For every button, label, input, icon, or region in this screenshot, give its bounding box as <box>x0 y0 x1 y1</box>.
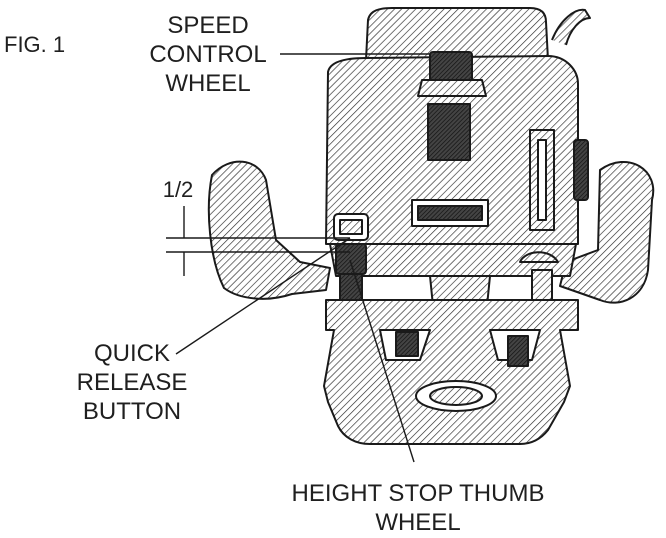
quick-release-leader <box>175 237 351 355</box>
height-stop-thumb-wheel-label: HEIGHT STOP THUMB WHEEL <box>268 479 568 537</box>
power-cord <box>551 8 591 46</box>
label-line: WHEEL <box>165 70 251 97</box>
label-line: RELEASE <box>76 369 188 396</box>
speed-control-knob <box>429 51 473 83</box>
label-line: HEIGHT STOP THUMB <box>291 480 545 507</box>
figure-label: FIG. 1 <box>4 32 66 57</box>
height-stop-leader <box>349 259 415 463</box>
label-line: WHEEL <box>375 509 461 536</box>
motor-cap <box>365 7 549 61</box>
vent-grille <box>427 103 471 161</box>
speed-control-wheel-label: SPEED CONTROL WHEEL <box>140 11 276 98</box>
left-handle <box>207 160 331 300</box>
label-line: BUTTON <box>82 398 182 425</box>
height-stop-thumb-wheel <box>335 243 367 275</box>
label-line: QUICK <box>93 340 170 367</box>
dimension-label: 1/2 <box>162 177 194 202</box>
right-handle <box>559 160 655 304</box>
motor-collar <box>329 243 577 277</box>
label-line: CONTROL <box>149 41 267 68</box>
label-line: SPEED <box>167 12 249 39</box>
quick-release-button-label: QUICK RELEASE BUTTON <box>62 339 202 426</box>
router-base <box>323 299 579 445</box>
